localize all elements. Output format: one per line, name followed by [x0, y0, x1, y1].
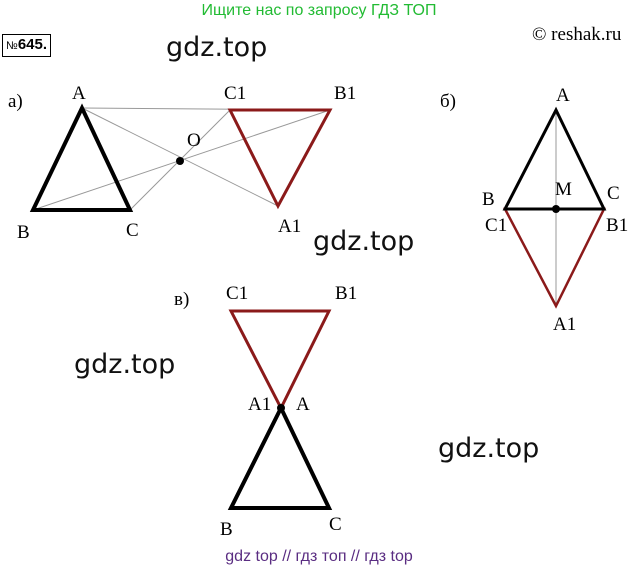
label-c1-subscript: 1	[237, 83, 247, 104]
label-c1-letter: C	[226, 283, 239, 304]
label-a1-letter: A	[248, 394, 262, 415]
watermark: gdz.top	[166, 32, 268, 63]
triangle-a1b1c1	[228, 309, 332, 412]
label-a: A	[556, 85, 570, 106]
triangle-abc	[29, 103, 134, 212]
label-a1-letter: A	[278, 216, 292, 237]
label-b: B	[220, 519, 233, 540]
label-c1: C1	[485, 215, 507, 236]
label-b1-letter: B	[335, 283, 348, 304]
label-a: A	[72, 83, 86, 104]
label-a1: A1	[248, 394, 271, 415]
label-b1-subscript: 1	[347, 83, 357, 104]
label-c: C	[126, 220, 139, 241]
point-a	[277, 404, 285, 412]
label-c1-subscript: 1	[498, 215, 508, 236]
label-b: B	[17, 222, 30, 243]
footer-links: gdz top // гдз топ // гдз top	[225, 548, 413, 565]
label-a1: A1	[553, 314, 576, 335]
label-b1-subscript: 1	[619, 215, 629, 236]
part-b-label: б)	[440, 91, 456, 112]
label-b1: B1	[335, 283, 357, 304]
number-sign: №	[6, 40, 18, 52]
triangle-a1b1c1	[502, 207, 607, 309]
label-a1-letter: A	[553, 314, 567, 335]
part-a-label: а)	[8, 91, 23, 112]
label-c: C	[607, 183, 620, 204]
label-a1-subscript: 1	[262, 394, 272, 415]
label-c1-subscript: 1	[239, 283, 249, 304]
watermark: gdz.top	[313, 226, 415, 257]
label-a: A	[296, 394, 310, 415]
label-a1: A1	[278, 216, 301, 237]
point-o	[176, 157, 184, 165]
triangle-a1b1c1	[227, 108, 333, 210]
part-c-label: в)	[174, 289, 189, 310]
label-a1-subscript: 1	[292, 216, 302, 237]
label-b1-letter: B	[606, 215, 619, 236]
part-a: а) A B C O C1 B1 A1	[8, 83, 356, 243]
label-b1-letter: B	[334, 83, 347, 104]
watermark: gdz.top	[438, 433, 540, 464]
label-b1: B1	[334, 83, 356, 104]
point-m	[552, 205, 560, 213]
label-o: O	[187, 130, 201, 151]
label-b1: B1	[606, 215, 628, 236]
search-banner: Ищите нас по запросу ГДЗ ТОП	[201, 2, 437, 19]
part-c: в) C1 B1 A1 A B C	[174, 283, 357, 540]
problem-number-value: 645.	[17, 36, 48, 53]
copyright: © reshak.ru	[532, 24, 622, 45]
triangle-abc	[227, 403, 333, 510]
problem-number: №645.	[2, 34, 52, 57]
label-c1-letter: C	[485, 215, 498, 236]
part-b: б) A B C M C1 B1 A1	[440, 85, 628, 335]
label-b1-subscript: 1	[348, 283, 358, 304]
label-c1-letter: C	[224, 83, 237, 104]
watermark: gdz.top	[74, 349, 176, 380]
label-c: C	[329, 514, 342, 535]
label-b: B	[482, 189, 495, 210]
label-m: M	[555, 179, 572, 200]
label-c1: C1	[226, 283, 248, 304]
label-a1-subscript: 1	[567, 314, 577, 335]
label-c1: C1	[224, 83, 246, 104]
